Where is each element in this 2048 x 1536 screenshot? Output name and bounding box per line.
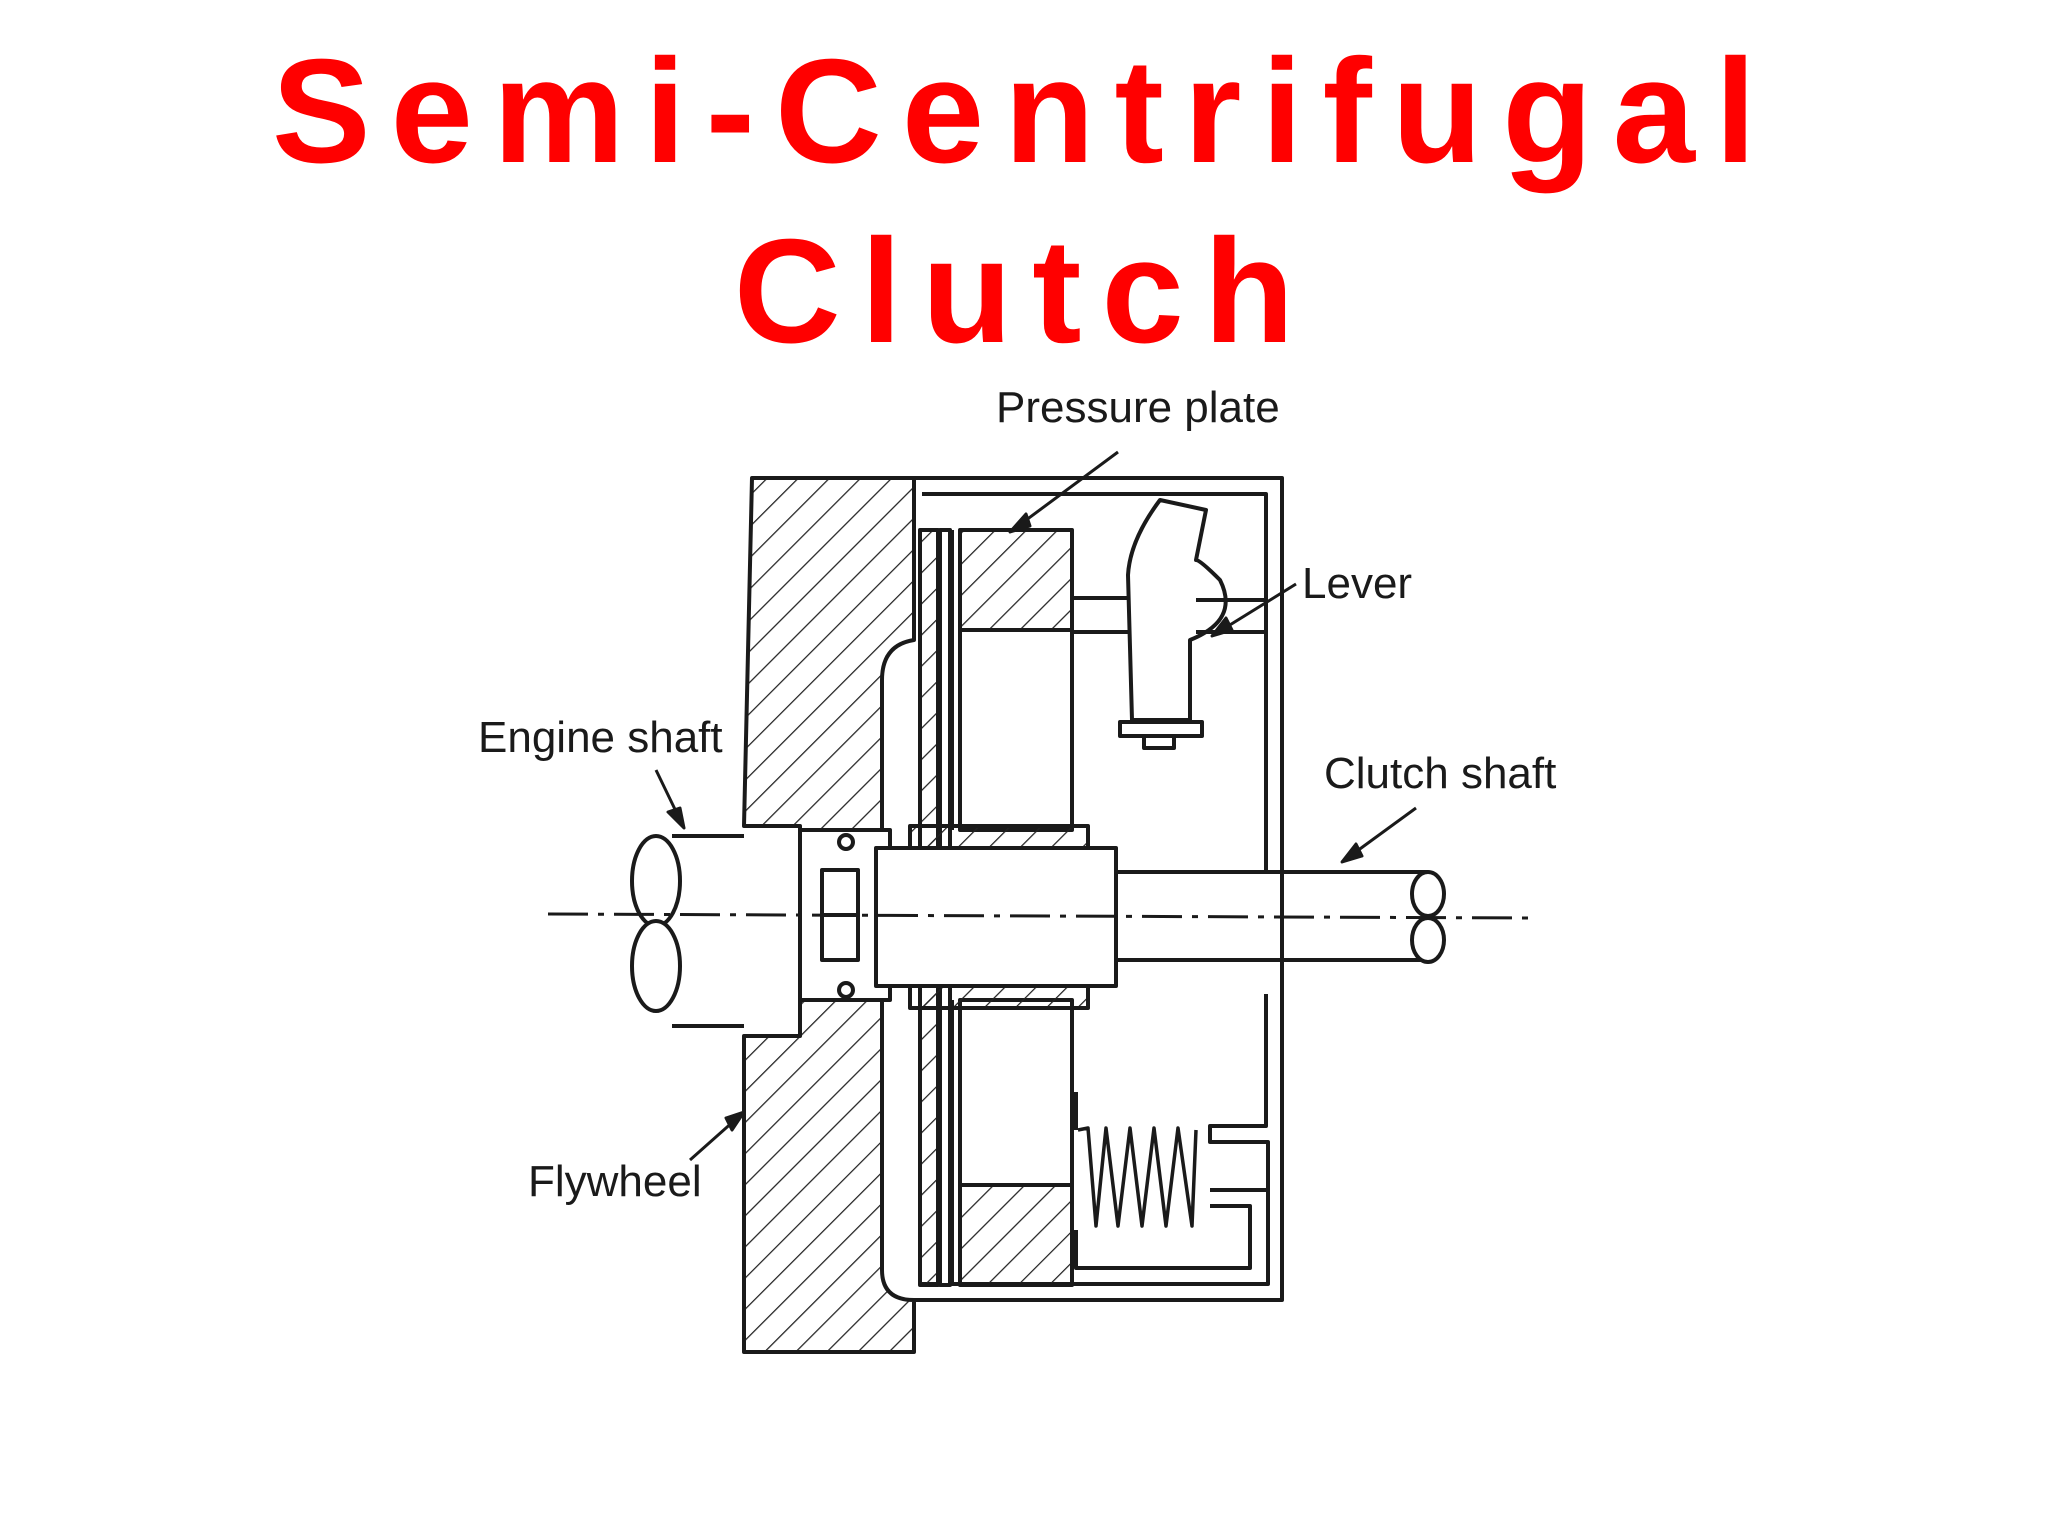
leader-arrows	[654, 450, 1417, 1162]
pressure-plate	[958, 528, 1074, 1287]
title-line-2: Clutch	[733, 209, 1315, 374]
label-engine-shaft: Engine shaft	[478, 713, 723, 762]
title-line-1: Semi-Centrifugal	[271, 29, 1777, 194]
label-clutch-shaft: Clutch shaft	[1324, 749, 1556, 798]
lever	[1072, 498, 1266, 750]
center-line	[547, 912, 1533, 920]
spring	[1077, 1126, 1198, 1228]
label-lever: Lever	[1302, 559, 1412, 608]
clutch-shaft	[1116, 870, 1446, 964]
label-flywheel: Flywheel	[528, 1157, 702, 1206]
engine-shaft	[630, 834, 744, 1028]
label-pressure-plate: Pressure plate	[996, 383, 1280, 432]
